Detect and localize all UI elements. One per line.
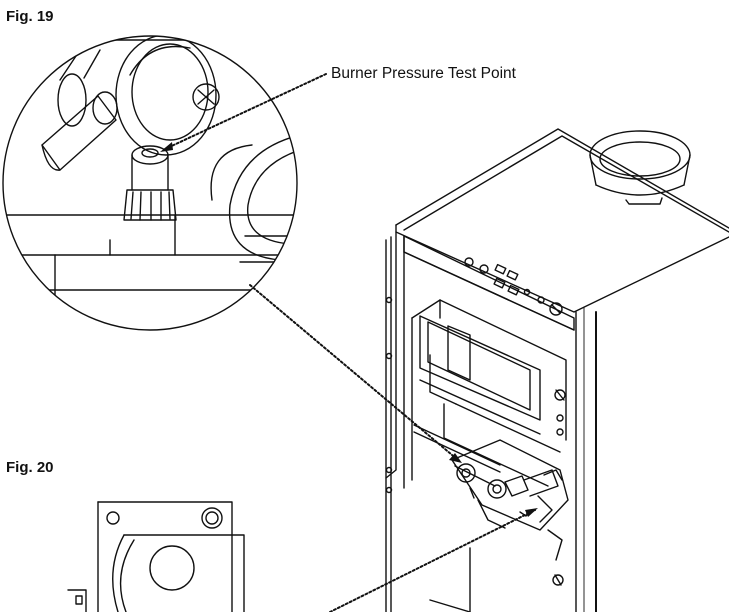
detail-to-valve-leader: [249, 284, 459, 461]
fig-20-drawing: [67, 501, 245, 612]
detail-circle: [2, 35, 298, 331]
fig-19-label: Fig. 19: [6, 8, 54, 25]
leader-lines: [162, 73, 536, 612]
valve-arrowhead: [449, 453, 462, 463]
detail-view: [3, 36, 297, 330]
burner-pressure-test-point-callout: Burner Pressure Test Point: [331, 65, 516, 82]
control-panel: [464, 257, 563, 316]
flue-terminal: [589, 130, 691, 205]
test-point-leader: [162, 73, 327, 151]
gas-valve-assembly: [429, 439, 569, 612]
combustion-chamber: [411, 299, 567, 487]
boiler-casing: [385, 128, 729, 612]
arrowheads: [160, 142, 538, 517]
test-point-arrowhead: [160, 142, 173, 152]
fig-20-leader: [329, 509, 536, 612]
fig-20-arrowhead: [525, 508, 538, 517]
fig-20-label: Fig. 20: [6, 459, 54, 476]
